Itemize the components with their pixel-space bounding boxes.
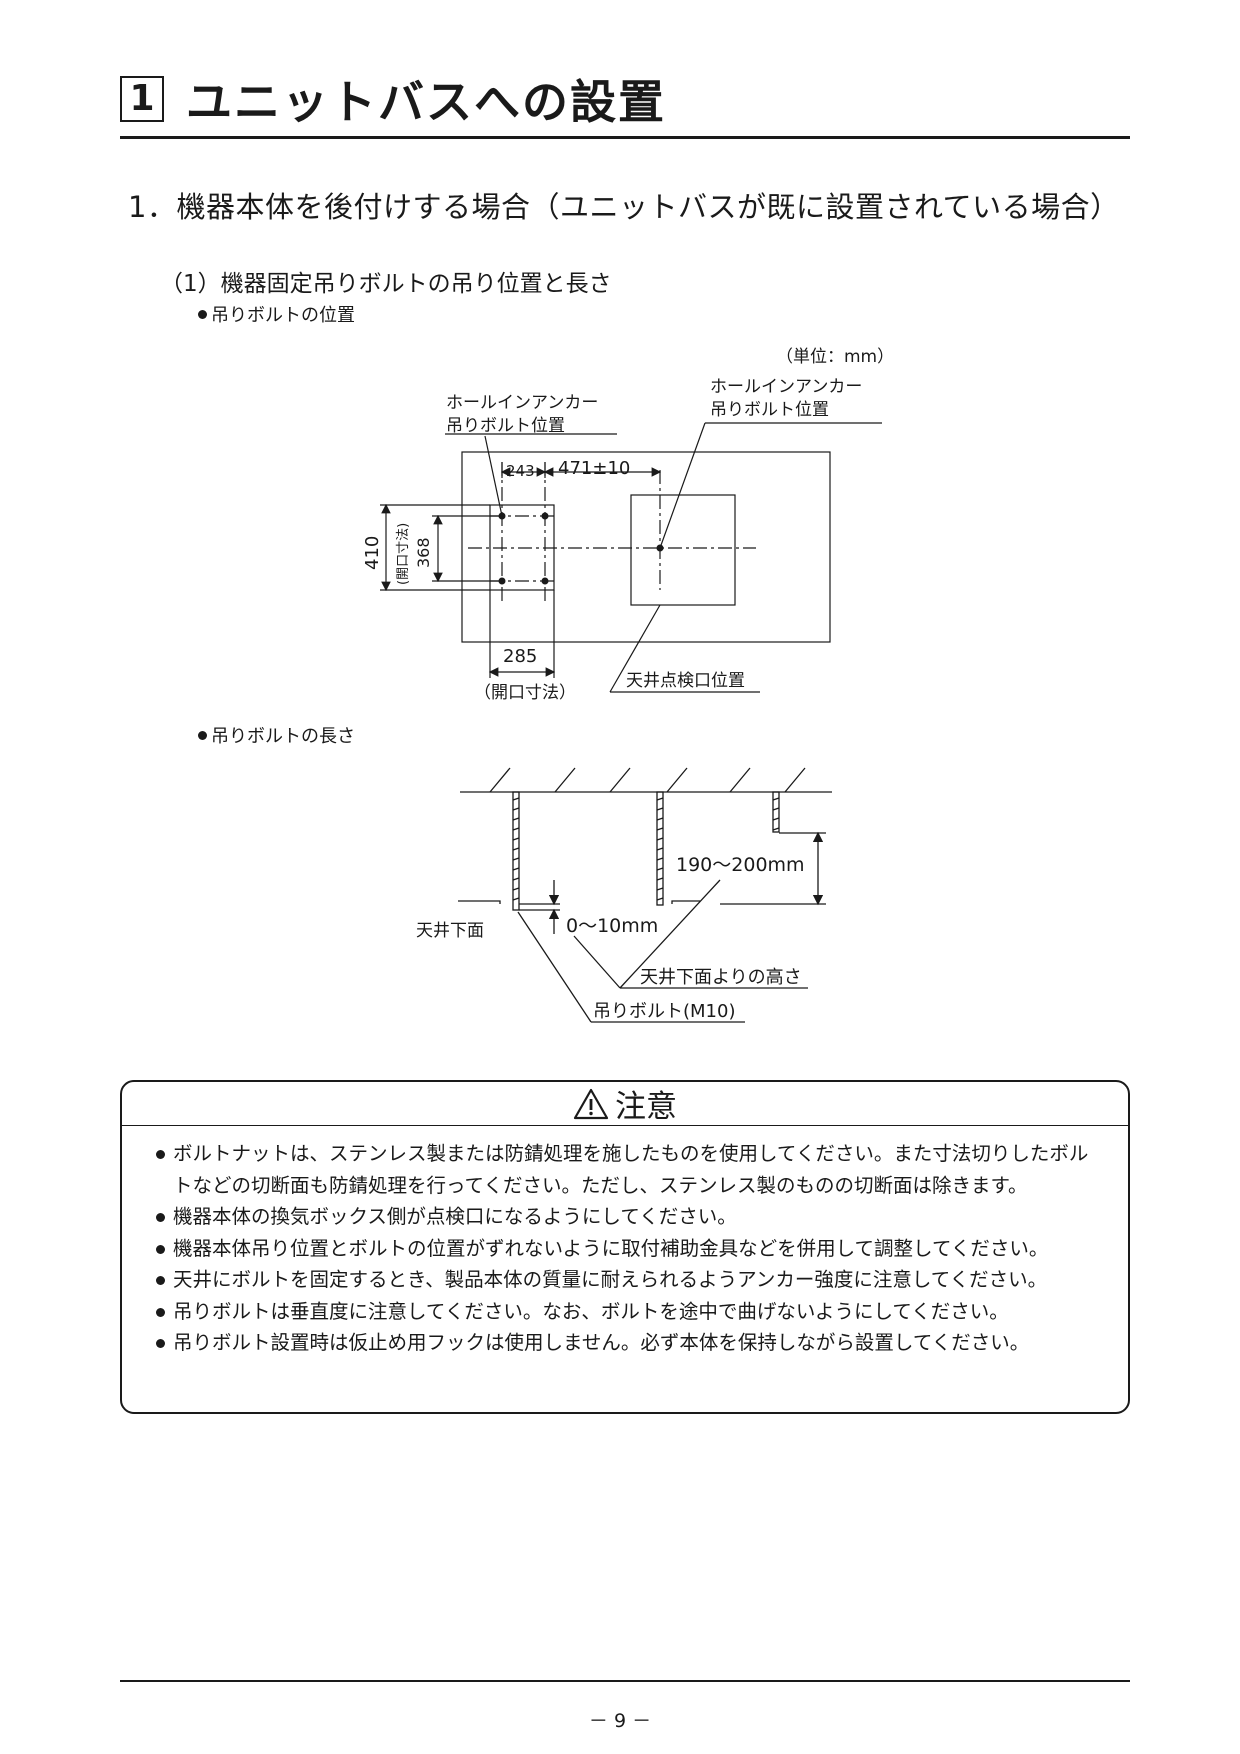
dim-410: 410 [362,536,383,570]
subsection-title: （1）機器固定吊りボルトの吊り位置と長さ [160,271,612,297]
anchor-left-line2: 吊りボルト位置 [446,416,565,436]
height-label: 天井下面よりの高さ [640,967,802,988]
dim-243: 243 [506,462,535,480]
bullet-dot [198,730,207,740]
anchor-right-line2: 吊りボルト位置 [710,400,829,420]
dim-368: 368 [414,537,433,568]
anchor-left-line1: ホールインアンカー [446,393,598,413]
chapter-number: 1 [120,76,164,122]
ceiling-bottom-left [458,900,501,904]
dim-open-vertical: (開口寸法) [396,523,411,585]
bolt-point [498,512,506,520]
caution-item: 吊りボルト設置時は仮止め用フックは使用しません。必ず本体を保持しながら設置してく… [156,1327,1102,1359]
chapter-title: ユニットバスへの設置 [186,75,666,129]
caution-item: ボルトナットは、ステンレス製または防錆処理を施したものを使用してください。また寸… [156,1138,1102,1201]
bolt-point [656,544,664,552]
dim-open-horizontal: （開口寸法） [474,683,576,703]
chapter-rule [120,136,1130,139]
anchor-right-line1: ホールインアンカー [710,377,862,397]
bullet-dot [198,309,207,319]
bolt-length-label-text: 吊りボルトの長さ [211,726,355,747]
section-title: 1．機器本体を後付けする場合（ユニットバスが既に設置されている場合） [128,190,1120,224]
bolt-point [498,577,506,585]
bolt-point [541,512,549,520]
caution-item: 吊りボルトは垂直度に注意してください。なお、ボルトを途中で曲げないようにしてくだ… [156,1296,1102,1328]
bolt-length-label: 吊りボルトの長さ [198,722,355,748]
caution-title: 注意 [615,1089,677,1125]
dim-285: 285 [503,646,537,667]
footer-rule [120,1680,1130,1682]
ceiling-outline [461,451,831,643]
bolt-position-label-text: 吊りボルトの位置 [211,305,355,326]
caution-item: 機器本体の換気ボックス側が点検口になるようにしてください。 [156,1201,1102,1233]
bolt-point [541,577,549,585]
caution-header: 注意 [122,1082,1128,1126]
bolt-a [512,791,520,911]
dim-0-10: 0～10mm [566,915,658,937]
page-number: － 9 － [588,1710,652,1732]
inspection-label: 天井点検口位置 [626,671,745,691]
chapter-heading: 1 ユニットバスへの設置 [120,66,1130,132]
ceiling-bottom-right [671,900,700,904]
dim-190-200: 190～200mm [676,854,805,876]
bolt-label: 吊りボルト(M10) [593,1001,735,1022]
unit-note: （単位：mm） [776,347,895,367]
caution-item: 機器本体吊り位置とボルトの位置がずれないように取付補助金具などを併用して調整して… [156,1233,1102,1265]
caution-box: 注意 ボルトナットは、ステンレス製または防錆処理を施したものを使用してください。… [120,1080,1130,1414]
warning-icon [573,1088,609,1119]
dim-471: 471±10 [558,458,630,479]
caution-list: ボルトナットは、ステンレス製または防錆処理を施したものを使用してください。また寸… [122,1126,1128,1359]
bolt-position-label: 吊りボルトの位置 [198,301,355,327]
inspection-hatch [630,494,736,606]
bolt-c [772,791,780,833]
ceiling-bottom-label: 天井下面 [416,921,484,941]
caution-item: 天井にボルトを固定するとき、製品本体の質量に耐えられるようアンカー強度に注意して… [156,1264,1102,1296]
